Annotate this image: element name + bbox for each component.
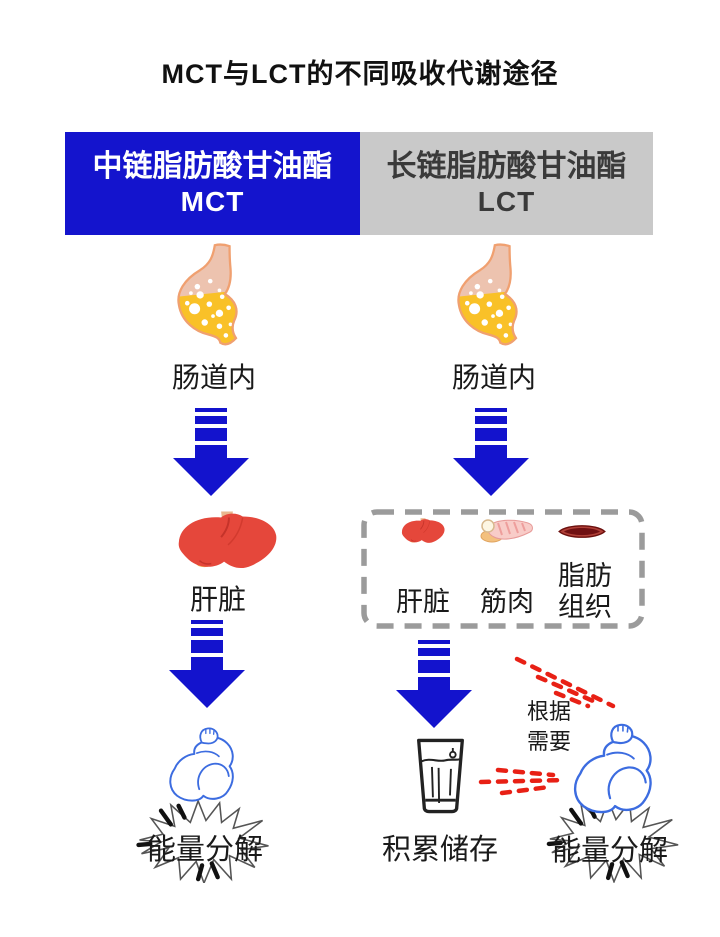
mct-stage-result-label: 能量分解 [146,834,263,866]
down-arrow-icon [169,620,245,708]
mct-header-line2: MCT [180,185,245,217]
lct-header-line1: 长链脂肪酸甘油酯 [386,150,627,184]
red-dashed-stream-icon [478,656,616,796]
flexed-arm-icon [164,718,246,812]
mct-header-box: 中链脂肪酸甘油酯 MCT [65,132,360,235]
stomach-icon [447,242,539,346]
glass-icon [413,735,468,816]
page-title: MCT与LCT的不同吸收代谢途径 [161,59,559,89]
fat-tissue-icon [556,522,608,541]
mct-stage-intestine-label: 肠道内 [171,362,256,393]
stomach-icon [167,242,259,346]
muscle-tissue-icon [476,517,536,544]
organ-label-muscle: 筋肉 [480,587,534,617]
mct-header-line1: 中链脂肪酸甘油酯 [92,150,333,184]
as-needed-note: 根据 需要 [516,697,582,757]
down-arrow-icon [173,408,249,496]
as-needed-note-line1: 根据 [526,699,571,724]
mct-stage-liver-label: 肝脏 [189,584,246,615]
lct-stage-storage-label: 积累储存 [381,834,498,866]
down-arrow-icon [396,640,472,728]
liver-icon [172,509,282,575]
organ-group-dashed-box [361,509,645,629]
lct-stage-intestine-label: 肠道内 [451,362,536,393]
liver-icon [399,517,447,546]
lct-header-line2: LCT [477,185,536,217]
organ-label-fat: 脂肪组织 [558,561,612,622]
lct-stage-result-label: 能量分解 [551,835,668,867]
lct-header-box: 长链脂肪酸甘油酯 LCT [360,132,653,235]
down-arrow-icon [453,408,529,496]
organ-label-liver: 肝脏 [396,587,450,617]
as-needed-note-line2: 需要 [526,729,571,754]
